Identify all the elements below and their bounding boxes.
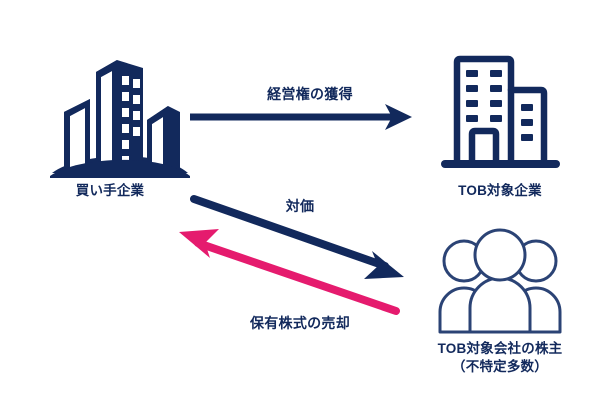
label-tob-shareholders-line1: TOB対象会社の株主	[437, 341, 563, 356]
arrow-acquisition	[190, 104, 412, 130]
office-building-windows	[466, 70, 533, 141]
label-buyer-company: 買い手企業	[75, 183, 145, 198]
people-group-outline-icon	[438, 228, 562, 334]
label-arrow-share-sale: 保有株式の売却	[249, 315, 351, 331]
label-arrow-consideration: 対価	[285, 198, 315, 214]
city-buildings-solid-icon	[50, 60, 190, 178]
arrow-consideration	[190, 195, 404, 279]
office-building-outline-icon	[441, 55, 560, 168]
label-arrow-acquisition: 経営権の獲得	[267, 86, 353, 102]
label-tob-target-company: TOB対象企業	[458, 183, 542, 198]
arrow-share-sale	[179, 229, 400, 315]
label-tob-shareholders-line2: （不特定多数）	[452, 359, 548, 375]
label-tob-shareholders: TOB対象会社の株主 （不特定多数）	[400, 340, 600, 376]
